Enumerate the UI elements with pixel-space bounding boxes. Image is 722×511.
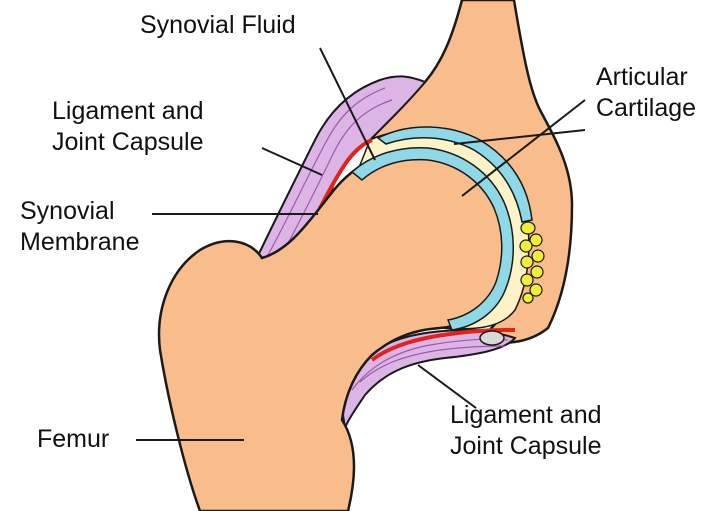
label-line-1: Ligament and xyxy=(52,96,204,127)
label-ligament-joint-capsule-lower: Ligament and Joint Capsule xyxy=(450,400,602,462)
label-line-2: Cartilage xyxy=(596,93,696,124)
label-line-2: Membrane xyxy=(20,227,140,258)
label-line-2: Joint Capsule xyxy=(52,127,204,158)
label-articular-cartilage: Articular Cartilage xyxy=(596,62,696,124)
label-synovial-fluid: Synovial Fluid xyxy=(140,10,296,41)
label-line-1: Synovial xyxy=(20,196,140,227)
label-femur: Femur xyxy=(37,424,109,455)
label-ligament-joint-capsule-upper: Ligament and Joint Capsule xyxy=(52,96,204,158)
ligamentum-teres xyxy=(480,331,504,345)
label-line-1: Articular xyxy=(596,62,696,93)
label-line-1: Ligament and xyxy=(450,400,602,431)
label-synovial-membrane: Synovial Membrane xyxy=(20,196,140,258)
label-femur-text: Femur xyxy=(37,424,109,455)
label-synovial-fluid-text: Synovial Fluid xyxy=(140,10,296,41)
label-line-2: Joint Capsule xyxy=(450,431,602,462)
